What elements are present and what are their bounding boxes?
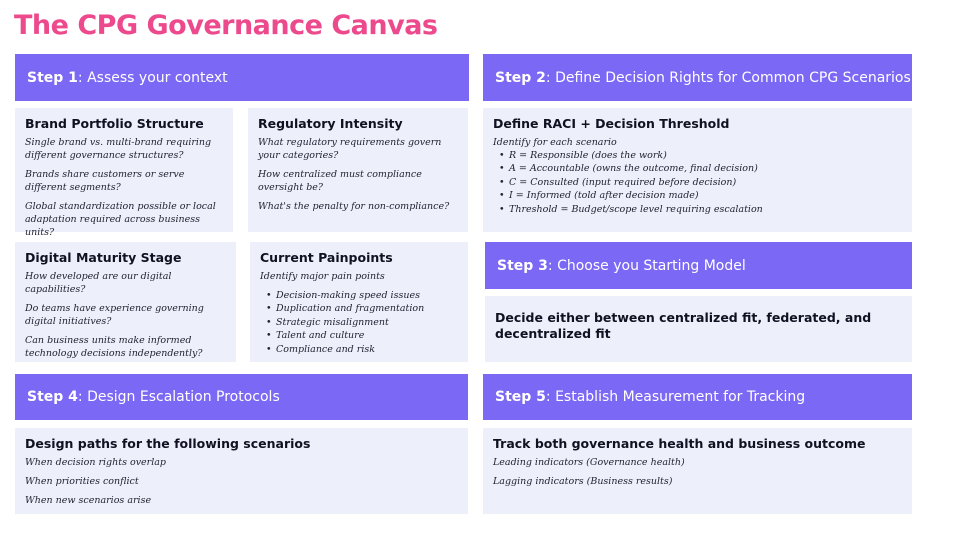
step2-header: Step 2: Define Decision Rights for Commo… — [483, 54, 912, 101]
escalation-card: Design paths for the following scenarios… — [15, 428, 468, 514]
starting-model-card: Decide either between centralized fit, f… — [485, 296, 912, 362]
painpoint-item: Talent and culture — [266, 329, 458, 343]
measurement-heading: Track both governance health and busines… — [493, 436, 866, 451]
brand-question: Global standardization possible or local… — [25, 201, 216, 238]
step3-header: Step 3: Choose you Starting Model — [485, 242, 912, 289]
raci-list: R = Responsible (does the work) A = Acco… — [499, 149, 902, 216]
step3-title: : Choose you Starting Model — [547, 257, 746, 274]
measurement-item: Lagging indicators (Business results) — [493, 476, 673, 487]
digital-question: Can business units make informed technol… — [25, 335, 203, 359]
starting-model-text: Decide either between centralized fit, f… — [495, 310, 872, 341]
painpoints-heading: Current Painpoints — [260, 250, 393, 265]
step5-title: : Establish Measurement for Tracking — [545, 389, 806, 405]
raci-card: Define RACI + Decision Threshold Identif… — [483, 108, 912, 232]
digital-maturity-card: Digital Maturity Stage How developed are… — [15, 242, 236, 362]
step3-label: Step 3 — [497, 257, 548, 274]
raci-intro: Identify for each scenario — [493, 137, 617, 148]
brand-question: Brands share customers or serve differen… — [25, 169, 185, 193]
painpoint-item: Decision-making speed issues — [266, 289, 458, 303]
brand-portfolio-card: Brand Portfolio Structure Single brand v… — [15, 108, 233, 238]
measurement-card: Track both governance health and busines… — [483, 428, 912, 514]
painpoints-card: Current Painpoints Identify major pain p… — [250, 242, 468, 362]
digital-question: Do teams have experience governing digit… — [25, 303, 204, 327]
regulatory-question: What's the penalty for non-compliance? — [258, 201, 450, 212]
step4-label: Step 4 — [27, 389, 78, 405]
step4-header: Step 4: Design Escalation Protocols — [15, 374, 468, 420]
step1-title: : Assess your context — [77, 69, 228, 86]
raci-item: C = Consulted (input required before dec… — [499, 176, 902, 190]
step2-label: Step 2 — [495, 69, 546, 86]
raci-heading: Define RACI + Decision Threshold — [493, 116, 730, 131]
escalation-heading: Design paths for the following scenarios — [25, 436, 311, 451]
painpoint-item: Compliance and risk — [266, 343, 458, 357]
step2-title: : Define Decision Rights for Common CPG … — [545, 69, 911, 86]
digital-question: How developed are our digital capabiliti… — [25, 271, 172, 295]
step5-header: Step 5: Establish Measurement for Tracki… — [483, 374, 912, 420]
painpoint-item: Duplication and fragmentation — [266, 302, 458, 316]
painpoint-item: Strategic misalignment — [266, 316, 458, 330]
brand-question: Single brand vs. multi-brand requiring d… — [25, 137, 212, 161]
page-title: The CPG Governance Canvas — [14, 10, 438, 41]
escalation-item: When priorities conflict — [25, 476, 139, 487]
digital-maturity-heading: Digital Maturity Stage — [25, 250, 182, 265]
raci-item: A = Accountable (owns the outcome, final… — [499, 162, 902, 176]
step5-label: Step 5 — [495, 389, 546, 405]
regulatory-heading: Regulatory Intensity — [258, 116, 403, 131]
painpoints-list: Decision-making speed issues Duplication… — [266, 289, 458, 356]
step4-title: : Design Escalation Protocols — [77, 389, 280, 405]
escalation-item: When new scenarios arise — [25, 495, 152, 506]
painpoints-intro: Identify major pain points — [260, 271, 385, 282]
step1-label: Step 1 — [27, 69, 78, 86]
regulatory-question: What regulatory requirements govern your… — [258, 137, 442, 161]
regulatory-question: How centralized must compliance oversigh… — [258, 169, 422, 193]
raci-item: I = Informed (told after decision made) — [499, 189, 902, 203]
brand-portfolio-heading: Brand Portfolio Structure — [25, 116, 204, 131]
escalation-item: When decision rights overlap — [25, 457, 167, 468]
measurement-item: Leading indicators (Governance health) — [493, 457, 685, 468]
step1-header: Step 1: Assess your context — [15, 54, 469, 101]
regulatory-card: Regulatory Intensity What regulatory req… — [248, 108, 468, 232]
raci-item: R = Responsible (does the work) — [499, 149, 902, 163]
raci-item: Threshold = Budget/scope level requiring… — [499, 203, 902, 217]
